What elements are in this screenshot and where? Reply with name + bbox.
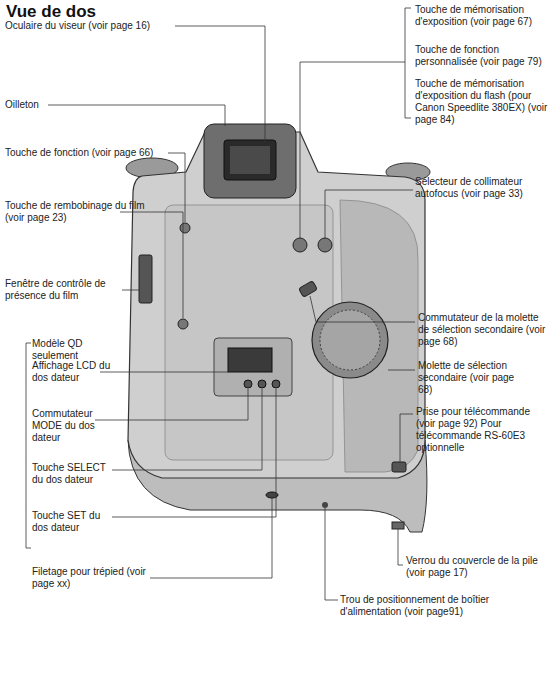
part-label: Touche de mémorisation d'exposition du f…	[415, 78, 550, 126]
part-label: Fenêtre de contrôle de présence du film	[5, 278, 125, 302]
part-label: Filetage pour trépied (voir page xx)	[32, 566, 152, 590]
part-label: Touche SET du dos dateur	[32, 510, 117, 534]
part-label: Touche de mémorisation d'exposition (voi…	[415, 4, 545, 28]
part-label: Touche SELECT du dos dateur	[32, 462, 117, 486]
part-label: Oilleton	[5, 99, 85, 111]
title: Vue de dos	[6, 2, 96, 22]
part-label: Molette de sélection secondaire (voir pa…	[418, 360, 518, 396]
part-label: Commutateur de la molette de sélection s…	[418, 312, 548, 348]
part-label: Trou de positionnement de boîtier d'alim…	[340, 594, 500, 618]
part-label: Touche de fonction (voir page 66)	[5, 147, 205, 159]
part-label: Sélecteur de collimateur autofocus (voir…	[415, 176, 525, 200]
part-label: Oculaire du viseur (voir page 16)	[5, 20, 225, 32]
part-label: Affichage LCD du dos dateur	[32, 360, 112, 384]
part-label: Prise pour télécommande (voir page 92) P…	[416, 406, 551, 454]
part-label: Modèle QD seulement	[32, 338, 102, 362]
part-label: Verrou du couvercle de la pile (voir pag…	[406, 555, 551, 579]
part-label: Commutateur MODE du dos dateur	[32, 408, 107, 444]
part-label: Touche de rembobinage du film (voir page…	[5, 200, 155, 224]
part-label: Touche de fonction personnalisée (voir p…	[415, 44, 545, 68]
